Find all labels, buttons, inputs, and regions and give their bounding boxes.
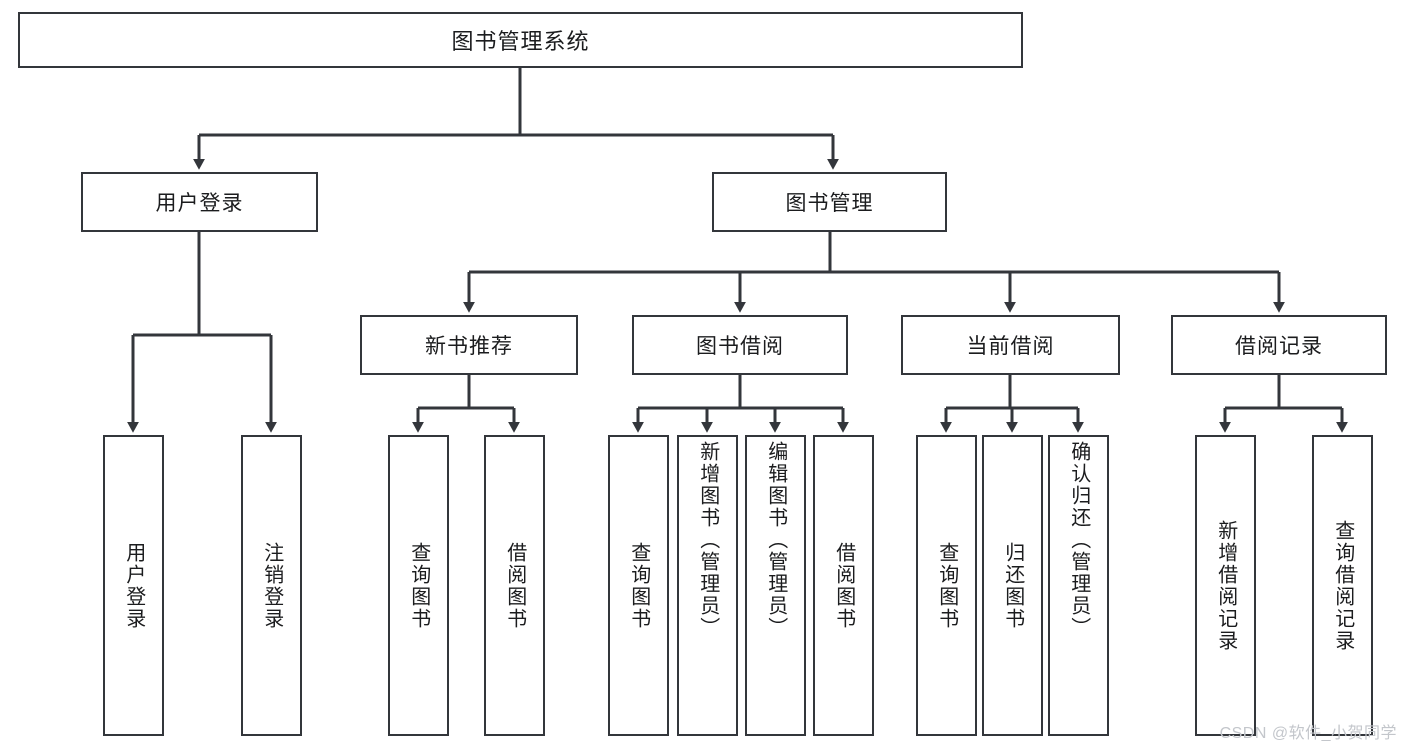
leaf-borrow-query-label: 查询图书 bbox=[627, 541, 650, 630]
watermark: CSDN @软件_小贺同学 bbox=[1219, 725, 1397, 742]
leaf-current-return-label: 归还图书 bbox=[1001, 541, 1024, 630]
leaf-borrow-add-label: 新增图书（管理员） bbox=[696, 441, 719, 639]
leaf-borrow-book-label: 借阅图书 bbox=[832, 541, 855, 630]
node-current-borrow-label: 当前借阅 bbox=[966, 335, 1055, 358]
node-borrow-record-label: 借阅记录 bbox=[1235, 335, 1323, 358]
leaf-record-add-label: 新增借阅记录 bbox=[1214, 519, 1237, 652]
node-book-management[interactable]: 图书管理 bbox=[712, 172, 947, 232]
leaf-newbook-query-label: 查询图书 bbox=[407, 541, 430, 630]
node-root-label: 图书管理系统 bbox=[451, 29, 590, 54]
leaf-borrow-add[interactable]: 新增图书（管理员） bbox=[677, 435, 738, 736]
leaf-current-query-label: 查询图书 bbox=[935, 541, 958, 630]
leaf-borrow-edit-label: 编辑图书（管理员） bbox=[764, 441, 787, 639]
node-book-borrow[interactable]: 图书借阅 bbox=[632, 315, 848, 375]
node-user-login[interactable]: 用户登录 bbox=[81, 172, 318, 232]
leaf-logout[interactable]: 注销登录 bbox=[241, 435, 302, 736]
node-new-book-recommend[interactable]: 新书推荐 bbox=[360, 315, 578, 375]
leaf-newbook-query[interactable]: 查询图书 bbox=[388, 435, 449, 736]
node-new-book-recommend-label: 新书推荐 bbox=[425, 335, 513, 358]
leaf-record-query[interactable]: 查询借阅记录 bbox=[1312, 435, 1373, 736]
leaf-borrow-book[interactable]: 借阅图书 bbox=[813, 435, 874, 736]
node-book-borrow-label: 图书借阅 bbox=[696, 335, 784, 358]
leaf-current-confirm-return[interactable]: 确认归还（管理员） bbox=[1048, 435, 1109, 736]
leaf-record-query-label: 查询借阅记录 bbox=[1331, 519, 1354, 652]
leaf-current-query[interactable]: 查询图书 bbox=[916, 435, 977, 736]
node-current-borrow[interactable]: 当前借阅 bbox=[901, 315, 1120, 375]
leaf-newbook-borrow-label: 借阅图书 bbox=[503, 541, 526, 630]
leaf-logout-label: 注销登录 bbox=[260, 541, 283, 630]
leaf-current-return[interactable]: 归还图书 bbox=[982, 435, 1043, 736]
leaf-borrow-edit[interactable]: 编辑图书（管理员） bbox=[745, 435, 806, 736]
node-user-login-label: 用户登录 bbox=[155, 192, 244, 215]
node-root[interactable]: 图书管理系统 bbox=[18, 12, 1023, 68]
node-borrow-record[interactable]: 借阅记录 bbox=[1171, 315, 1387, 375]
node-book-management-label: 图书管理 bbox=[785, 192, 874, 215]
leaf-user-login[interactable]: 用户登录 bbox=[103, 435, 164, 736]
leaf-current-confirm-return-label: 确认归还（管理员） bbox=[1067, 441, 1090, 639]
leaf-user-login-label: 用户登录 bbox=[122, 541, 145, 630]
leaf-newbook-borrow[interactable]: 借阅图书 bbox=[484, 435, 545, 736]
leaf-record-add[interactable]: 新增借阅记录 bbox=[1195, 435, 1256, 736]
leaf-borrow-query[interactable]: 查询图书 bbox=[608, 435, 669, 736]
